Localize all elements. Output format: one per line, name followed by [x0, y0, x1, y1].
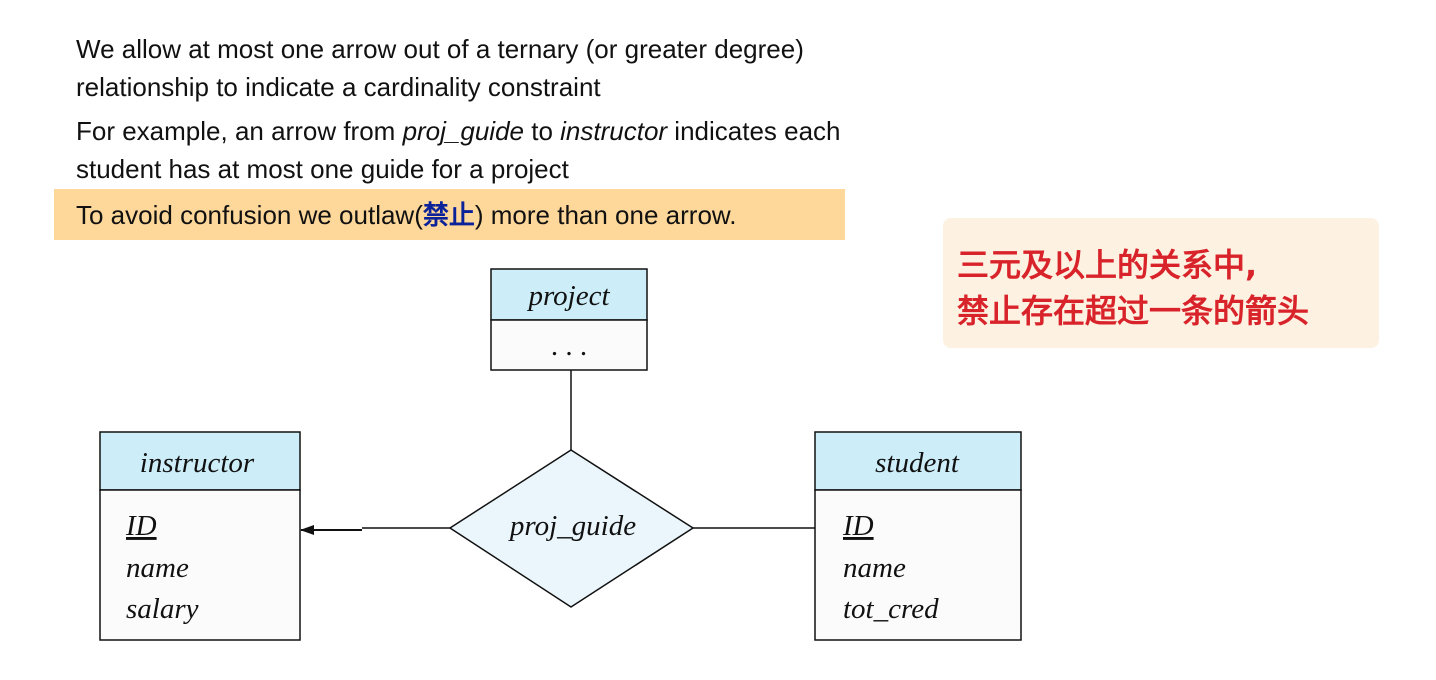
student-title: student — [875, 447, 960, 479]
project-ellipsis: . . . — [551, 330, 587, 362]
project-title: project — [526, 280, 610, 312]
relationship-diamond — [448, 449, 695, 608]
paragraph-3-text-a: To avoid confusion we outlaw( — [76, 200, 423, 230]
paragraph-2-text-a: For example, an arrow from — [76, 116, 403, 146]
paragraph-2-text-c: to — [524, 116, 561, 146]
student-attr-name: name — [843, 552, 906, 584]
instructor-attr-id: ID — [125, 510, 157, 542]
paragraph-1-line-2: relationship to indicate a cardinality c… — [76, 72, 601, 102]
student-attr-id: ID — [842, 510, 874, 542]
relationship-label: proj_guide — [508, 510, 636, 542]
instructor-header — [99, 431, 301, 491]
entity-instructor: instructor ID name salary — [99, 431, 301, 641]
entity-student: student ID name tot_cred — [814, 431, 1022, 641]
instructor-attr-salary: salary — [126, 593, 199, 625]
paragraph-2: For example, an arrow from proj_guide to… — [76, 112, 976, 188]
highlight-band — [54, 189, 845, 240]
student-attr-tot-cred: tot_cred — [843, 593, 939, 625]
paragraph-2-proj-guide: proj_guide — [402, 116, 524, 146]
student-header — [814, 431, 1022, 491]
paragraph-3-text-b: ) more than one arrow. — [474, 200, 737, 230]
paragraph-3: To avoid confusion we outlaw(禁止) more th… — [76, 196, 736, 234]
callout-line-1: 三元及以上的关系中, — [957, 246, 1258, 284]
instructor-body — [99, 489, 301, 641]
instructor-title: instructor — [140, 447, 255, 479]
project-header — [490, 268, 648, 321]
callout-box: 三元及以上的关系中, 禁止存在超过一条的箭头 — [943, 218, 1379, 348]
student-body — [814, 489, 1022, 641]
paragraph-3-accent: 禁止 — [422, 200, 475, 230]
entity-project: project . . . — [490, 268, 648, 371]
paragraph-2-text-e: indicates each — [667, 116, 841, 146]
callout-line-2: 禁止存在超过一条的箭头 — [957, 292, 1310, 330]
instructor-attr-name: name — [126, 552, 189, 584]
paragraph-2-instructor: instructor — [560, 116, 668, 146]
paragraph-1-line-1: We allow at most one arrow out of a tern… — [76, 34, 804, 64]
paragraph-2-line-2: student has at most one guide for a proj… — [76, 154, 569, 184]
relationship-proj-guide: proj_guide — [448, 449, 695, 608]
project-body — [490, 319, 648, 371]
paragraph-1: We allow at most one arrow out of a tern… — [76, 30, 956, 106]
